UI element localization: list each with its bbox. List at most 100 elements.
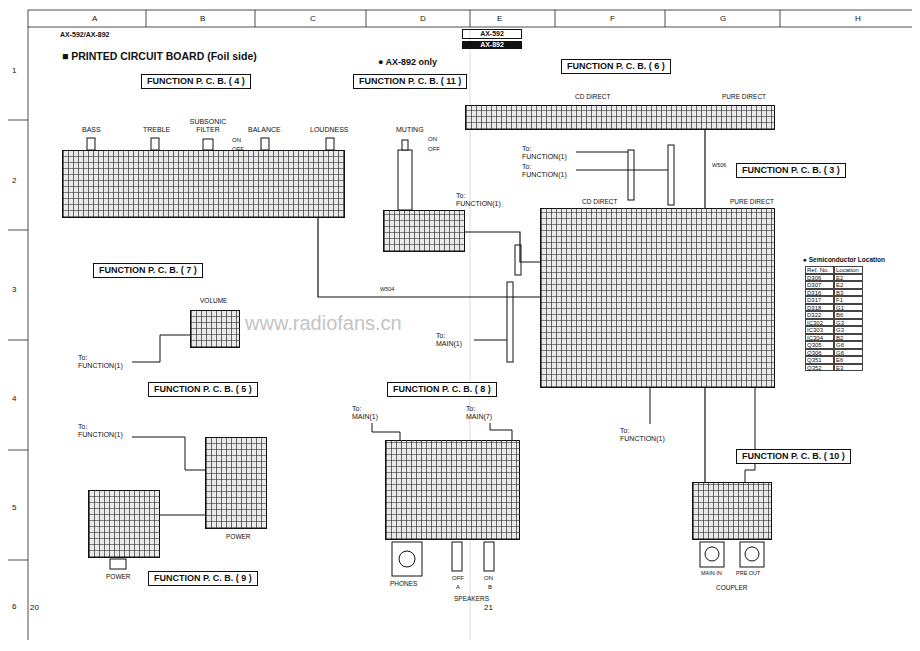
knob-shaft: [398, 150, 412, 210]
label: 5: [12, 503, 16, 512]
label: To: FUNCTION(1): [78, 423, 130, 439]
label: A: [92, 14, 97, 23]
board-title: FUNCTION P. C. B. ( 10 ): [736, 449, 851, 464]
table-cell: Location: [834, 266, 863, 274]
label: PURE DIRECT: [722, 93, 766, 100]
label: To: FUNCTION(1): [620, 427, 672, 443]
pcb-board: FUNCTION P. C. B. ( 5 ): [205, 437, 267, 529]
label: H: [855, 14, 861, 23]
pcb-board: FUNCTION P. C. B. ( 4 ): [62, 150, 345, 218]
table-cell: Q305: [805, 341, 834, 349]
label: SUBSONIC FILTER: [186, 118, 230, 134]
label: LOUDNESS: [310, 126, 349, 134]
jack: [740, 542, 764, 567]
table-cell: D307: [805, 281, 834, 289]
label: CD DIRECT: [575, 93, 610, 100]
wire: [745, 388, 755, 482]
label: COUPLER: [716, 584, 747, 591]
label: 4: [12, 394, 16, 403]
label: AX-592: [462, 29, 522, 39]
label: SPEAKERS: [454, 595, 489, 602]
pcb-board: FUNCTION P. C. B. ( 9 ): [88, 490, 160, 558]
label: To: FUNCTION(1): [456, 192, 508, 208]
knob-shaft: [402, 140, 408, 150]
label: ON: [232, 137, 241, 144]
label: BASS: [82, 126, 101, 134]
label: D: [420, 14, 426, 23]
wire-harness: [160, 514, 205, 515]
table-cell: E2: [834, 281, 863, 289]
label: MUTING: [396, 126, 424, 134]
page-frame: [8, 340, 28, 341]
knob-shaft: [203, 139, 213, 150]
label: ● Semiconductor Location: [803, 256, 885, 263]
page-frame: [28, 10, 29, 640]
knob-shaft: [87, 138, 95, 150]
pcb-board: FUNCTION P. C. B. ( 3 ): [540, 208, 775, 388]
label: To: FUNCTION(1): [78, 354, 130, 370]
table-cell: D316: [805, 289, 834, 297]
label: W504: [380, 286, 394, 292]
wire: [132, 335, 190, 362]
knob-shaft: [151, 138, 159, 150]
jack: [399, 551, 415, 567]
table-cell: D306: [805, 274, 834, 282]
label: BALANCE: [248, 126, 281, 134]
label: B: [488, 584, 492, 591]
label: G: [720, 14, 726, 23]
knob-shaft: [261, 138, 269, 150]
table-cell: D322: [805, 311, 834, 319]
table-cell: IC303: [805, 326, 834, 334]
board-title: FUNCTION P. C. B. ( 11 ): [353, 74, 467, 89]
connector-strip: [628, 150, 634, 200]
table-cell: IC304: [805, 334, 834, 342]
label: POWER: [226, 533, 251, 540]
board-title: FUNCTION P. C. B. ( 8 ): [387, 382, 497, 397]
table-cell: G6: [834, 349, 863, 357]
label: To: MAIN(7): [466, 405, 502, 421]
wire: [576, 152, 628, 153]
label: 20: [30, 603, 39, 612]
table-cell: B3: [834, 289, 863, 297]
page-frame: [146, 10, 147, 27]
label: B: [200, 14, 205, 23]
label: 21: [484, 603, 493, 612]
diagram-title: ■ PRINTED CIRCUIT BOARD (Foil side): [62, 50, 257, 62]
wire: [576, 170, 668, 171]
label: PURE DIRECT: [730, 198, 774, 205]
wire: [474, 340, 507, 341]
table-cell: IC302: [805, 319, 834, 327]
jack: [700, 542, 724, 567]
label: ● AX-892 only: [378, 57, 437, 67]
page-frame: [470, 10, 471, 27]
label: To: FUNCTION(1): [522, 163, 574, 179]
table-cell: D317: [805, 296, 834, 304]
label: MAIN IN: [701, 570, 722, 576]
table-cell: Q306: [805, 349, 834, 357]
board-title: FUNCTION P. C. B. ( 6 ): [561, 59, 671, 74]
label: CD DIRECT: [582, 198, 617, 205]
page-frame: [255, 10, 256, 27]
label: OFF: [232, 146, 244, 153]
wire: [132, 437, 205, 470]
board-title: FUNCTION P. C. B. ( 3 ): [736, 163, 846, 178]
label: To: MAIN(1): [436, 332, 472, 348]
knob-shaft: [326, 138, 334, 150]
board-title: FUNCTION P. C. B. ( 9 ): [148, 571, 258, 586]
wire-harness: [704, 130, 705, 208]
jack: [110, 559, 126, 569]
pcb-board: FUNCTION P. C. B. ( 10 ): [692, 482, 772, 540]
page-frame: [555, 10, 556, 27]
label: C: [310, 14, 316, 23]
table-cell: F1: [834, 296, 863, 304]
board-title: FUNCTION P. C. B. ( 7 ): [93, 263, 203, 278]
label: To: MAIN(1): [352, 405, 388, 421]
jack: [745, 547, 759, 561]
jack: [452, 542, 462, 571]
page-frame: [8, 560, 28, 561]
label: PRE OUT: [736, 570, 760, 576]
table-cell: E2: [834, 274, 863, 282]
wire: [372, 423, 400, 440]
table-cell: G3: [834, 319, 863, 327]
page-frame: [780, 10, 781, 27]
